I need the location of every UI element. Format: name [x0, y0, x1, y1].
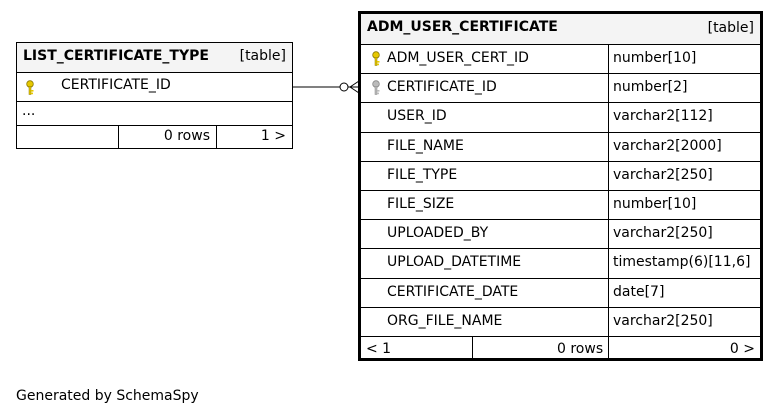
children-link[interactable]: 1 > — [260, 128, 286, 144]
table-row[interactable]: FILE_SIZE number[10] — [361, 191, 760, 221]
column-type: number[10] — [613, 50, 697, 66]
children-link[interactable]: 0 > — [729, 341, 755, 357]
column-name: CERTIFICATE_DATE — [387, 283, 519, 300]
column-name: CERTIFICATE_ID — [61, 77, 171, 93]
divider — [17, 125, 292, 126]
foreign-key-icon — [371, 80, 381, 100]
divider — [17, 101, 292, 102]
table-row[interactable]: ADM_USER_CERT_ID number[10] — [361, 45, 760, 75]
column-name: UPLOADED_BY — [387, 225, 489, 242]
table-name: LIST_CERTIFICATE_TYPE — [23, 48, 209, 64]
table-row[interactable]: CERTIFICATE_ID — [17, 73, 292, 101]
table-name: ADM_USER_CERTIFICATE — [367, 19, 558, 35]
column-name: ORG_FILE_NAME — [387, 312, 503, 329]
divider — [216, 125, 217, 149]
zero-or-many-circle-icon — [339, 82, 349, 92]
key-icon — [25, 80, 35, 100]
row-count: 0 rows — [557, 341, 604, 357]
table-list-certificate-type[interactable]: LIST_CERTIFICATE_TYPE [table] CERTIFICAT… — [16, 42, 293, 149]
column-type: varchar2[250] — [613, 312, 713, 329]
column-name: FILE_SIZE — [387, 196, 455, 212]
table-type-label: [table] — [707, 20, 754, 36]
column-name: FILE_TYPE — [387, 166, 458, 183]
parents-link[interactable]: < 1 — [366, 341, 392, 357]
table-row[interactable]: UPLOAD_DATETIME timestamp(6)[11,6] — [361, 249, 760, 279]
column-type: varchar2[250] — [613, 166, 713, 183]
row-count: 0 rows — [163, 128, 210, 144]
column-type: date[7] — [613, 283, 665, 300]
column-name: ADM_USER_CERT_ID — [387, 50, 529, 66]
table-row[interactable]: UPLOADED_BY varchar2[250] — [361, 220, 760, 250]
table-header: LIST_CERTIFICATE_TYPE [table] — [17, 43, 292, 73]
column-name: FILE_NAME — [387, 137, 464, 154]
column-type: number[10] — [613, 196, 697, 212]
table-header: ADM_USER_CERTIFICATE [table] — [361, 14, 760, 45]
table-row[interactable]: FILE_TYPE varchar2[250] — [361, 162, 760, 191]
generated-by-label: Generated by SchemaSpy — [16, 388, 199, 404]
column-name: USER_ID — [387, 108, 447, 125]
divider — [608, 45, 609, 338]
column-type: varchar2[112] — [613, 108, 713, 125]
table-adm-user-certificate[interactable]: ADM_USER_CERTIFICATE [table] ADM_USER_CE… — [358, 11, 763, 361]
table-row[interactable]: USER_ID varchar2[112] — [361, 103, 760, 133]
table-row[interactable]: FILE_NAME varchar2[2000] — [361, 133, 760, 162]
divider — [118, 125, 119, 149]
table-row[interactable]: CERTIFICATE_ID number[2] — [361, 74, 760, 104]
column-type: varchar2[2000] — [613, 137, 722, 154]
column-name: CERTIFICATE_ID — [387, 79, 497, 96]
more-columns-ellipsis: ... — [22, 103, 36, 119]
divider — [472, 336, 473, 361]
table-row[interactable]: ORG_FILE_NAME varchar2[250] — [361, 308, 760, 337]
divider — [608, 336, 609, 361]
table-row[interactable]: CERTIFICATE_DATE date[7] — [361, 279, 760, 308]
column-type: number[2] — [613, 79, 688, 96]
column-type: varchar2[250] — [613, 225, 713, 242]
table-type-label: [table] — [239, 48, 286, 64]
key-icon — [371, 51, 381, 71]
column-type: timestamp(6)[11,6] — [613, 254, 751, 271]
column-name: UPLOAD_DATETIME — [387, 254, 522, 271]
